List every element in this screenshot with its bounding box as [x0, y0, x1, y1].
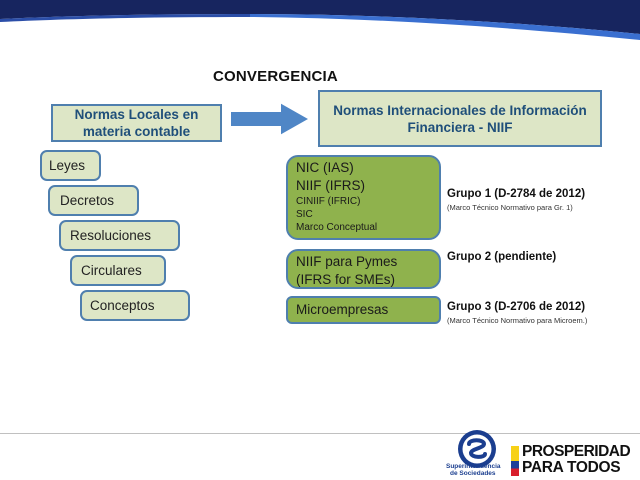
prosperidad-line1: PROSPERIDAD: [522, 443, 631, 460]
group1-item-marco: Marco Conceptual: [296, 222, 378, 233]
group3-title: Grupo 3 (D-2706 de 2012): [447, 301, 586, 313]
group1-item-sic: SIC: [296, 209, 313, 220]
local-norms-label-line2: materia contable: [82, 124, 191, 139]
group1-item-niif: NIIF (IFRS): [296, 178, 365, 193]
group1-item-nic: NIC (IAS): [296, 160, 354, 175]
local-item-decretos: Decretos: [48, 185, 139, 216]
group3-item-microempresas: Microempresas: [296, 302, 389, 317]
international-norms-label-line2: Financiera - NIIF: [407, 119, 513, 135]
supersociedades-logo-icon: [458, 430, 496, 468]
header-swoosh: [0, 0, 640, 40]
international-norms-label: Normas Internacionales de Información Fi…: [318, 90, 602, 147]
group3-subtitle: (Marco Técnico Normativo para Microem.): [447, 316, 588, 325]
local-item-leyes: Leyes: [40, 150, 101, 181]
footer-divider: [0, 433, 640, 434]
group1-standards-box: NIC (IAS) NIIF (IFRS) CINIIF (IFRIC) SIC…: [286, 155, 441, 240]
group2-standards-box: NIIF para Pymes (IFRS for SMEs): [286, 249, 441, 289]
local-norms-label: Normas Locales en materia contable: [51, 104, 222, 142]
supersociedades-name-line2: de Sociedades: [450, 470, 496, 477]
supersociedades-name-line1: Superintendencia: [446, 463, 501, 470]
convergence-arrow: [229, 100, 313, 138]
local-norms-label-line1: Normas Locales en: [74, 107, 199, 122]
group1-title: Grupo 1 (D-2784 de 2012): [447, 188, 586, 200]
prosperidad-line2: PARA TODOS: [522, 459, 621, 476]
local-item-conceptos: Conceptos: [80, 290, 190, 321]
group2-title: Grupo 2 (pendiente): [447, 251, 557, 263]
page-title: CONVERGENCIA: [213, 68, 338, 85]
international-norms-label-line1: Normas Internacionales de Información: [333, 102, 587, 118]
group3-standards-box: Microempresas: [286, 296, 441, 324]
group2-item-line2: (IFRS for SMEs): [296, 272, 396, 287]
colombia-flag-icon: [511, 446, 519, 476]
local-item-circulares: Circulares: [70, 255, 166, 286]
local-item-resoluciones: Resoluciones: [59, 220, 180, 251]
group1-item-ciniif: CINIIF (IFRIC): [296, 196, 361, 207]
group1-subtitle: (Marco Técnico Normativo para Gr. 1): [447, 203, 573, 212]
group2-item-line1: NIIF para Pymes: [296, 254, 398, 269]
